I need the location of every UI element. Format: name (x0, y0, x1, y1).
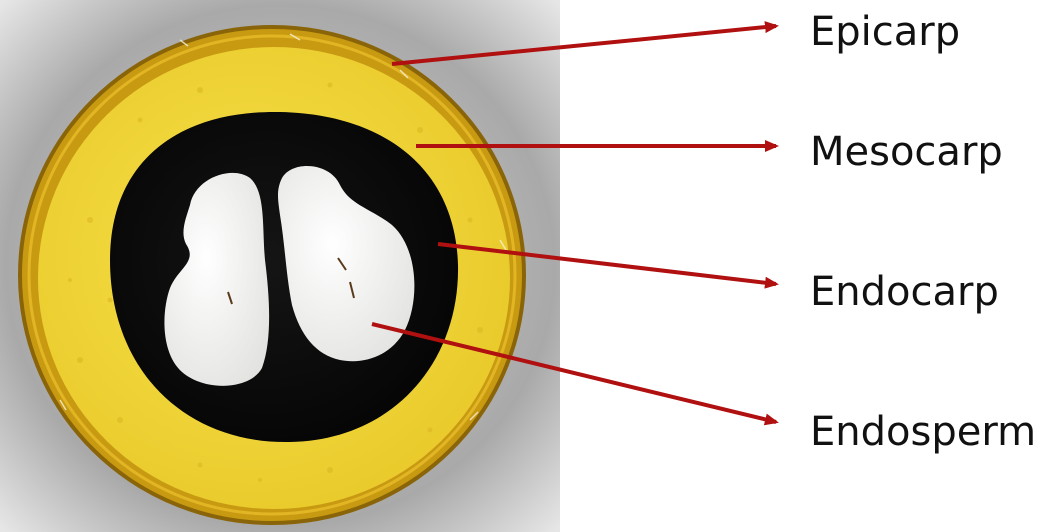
mesocarp-label: Mesocarp (810, 129, 1003, 175)
epicarp-label: Epicarp (810, 9, 960, 55)
fruit-cross-section (20, 27, 524, 523)
endocarp-label: Endocarp (810, 269, 999, 315)
endosperm-label: Endosperm (810, 409, 1036, 455)
